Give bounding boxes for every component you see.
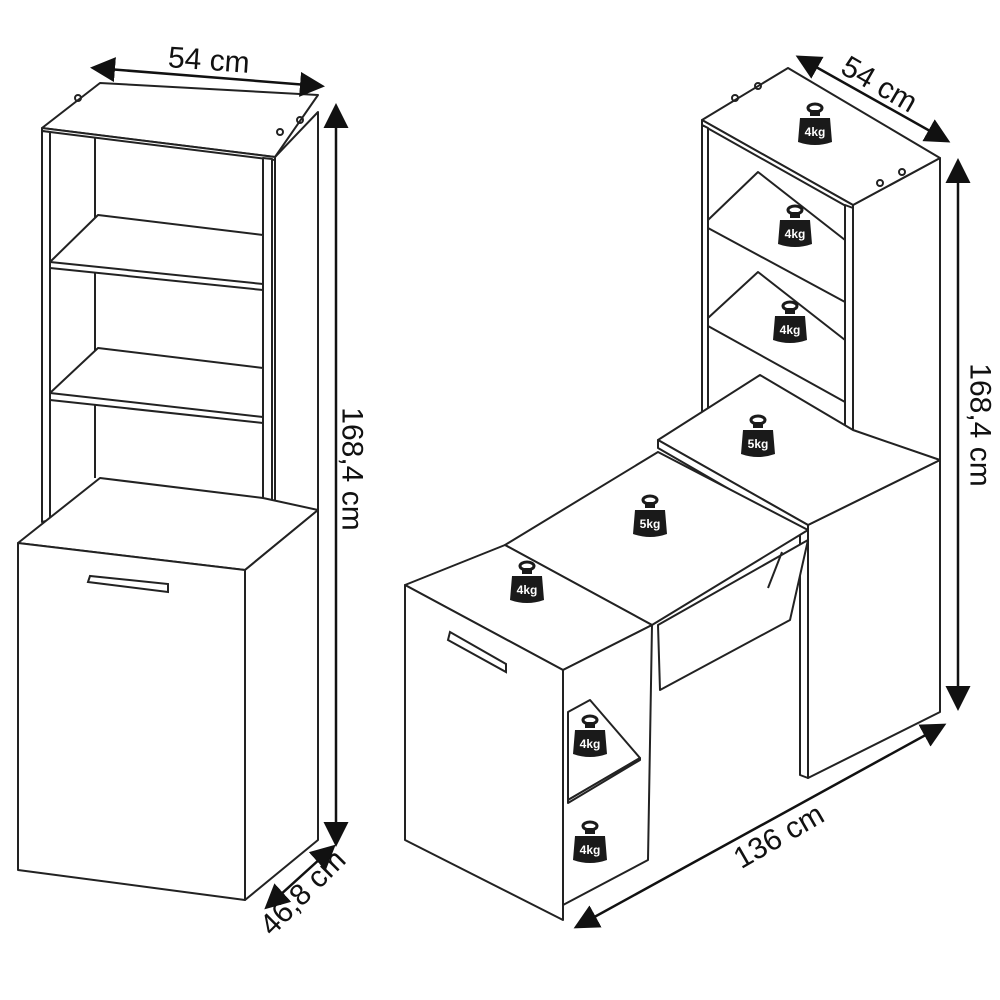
label-right-height: 168,4 cm [963, 363, 997, 487]
weight-label: 4kg [780, 323, 801, 337]
pullout-door [404, 584, 564, 921]
weight-icon: 4kg [773, 300, 807, 343]
weight-label: 4kg [517, 583, 538, 597]
weight-icon: 5kg [741, 414, 775, 457]
closed-cabinet [17, 82, 319, 901]
pullout-handle [446, 630, 507, 674]
dim-right-depth-line [795, 55, 951, 143]
weight-icon: 4kg [573, 714, 607, 757]
tower-shelf-1 [707, 171, 846, 303]
left-post [41, 130, 51, 523]
weight-label: 5kg [748, 437, 769, 451]
dim-left-width-line [90, 57, 325, 97]
weight-label: 4kg [785, 227, 806, 241]
weight-label: 4kg [805, 125, 826, 139]
weight-icon: 4kg [798, 102, 832, 145]
cabinet-side [244, 509, 319, 901]
cabinet-door [17, 542, 246, 901]
dim-right-length-line [573, 723, 947, 929]
door-handle [86, 574, 169, 594]
label-left-height: 168,4 cm [335, 407, 369, 531]
shelf-2 [49, 347, 264, 424]
weight-icon: 4kg [573, 820, 607, 863]
weight-label: 4kg [580, 737, 601, 751]
tower-left-post [701, 124, 709, 421]
weight-icon: 4kg [778, 204, 812, 247]
right-post [262, 157, 273, 549]
extended-desk [404, 67, 941, 921]
weight-label: 5kg [640, 517, 661, 531]
label-left-width: 54 cm [166, 41, 251, 80]
shelf-side-panel [274, 111, 319, 546]
weight-label: 4kg [580, 843, 601, 857]
shelf-1 [49, 214, 264, 291]
weight-icon: 4kg [510, 560, 544, 603]
desk-drawer [657, 539, 809, 691]
dim-left-depth-line [264, 844, 336, 910]
weight-icon: 5kg [633, 494, 667, 537]
